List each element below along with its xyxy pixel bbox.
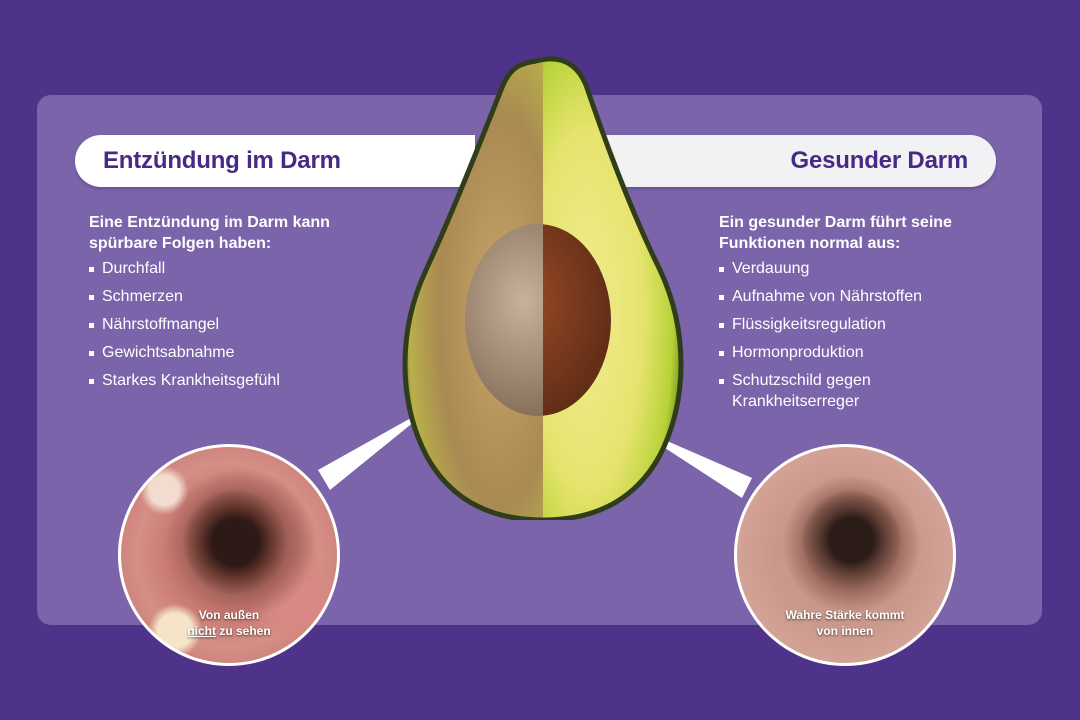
list-item: Flüssigkeitsregulation (719, 314, 1019, 335)
list-item-label: Nährstoffmangel (102, 316, 220, 333)
bullet-icon (719, 295, 724, 300)
bullet-icon (89, 323, 94, 328)
list-item: Aufnahme von Nährstoffen (719, 286, 1019, 307)
bullet-icon (89, 295, 94, 300)
intro-line: Eine Entzündung im Darm kann (89, 214, 330, 231)
inflamed-intestine-image: Von außen nicht zu sehen (118, 444, 340, 666)
inflammation-title: Entzündung im Darm (103, 147, 341, 174)
list-item: Hormonproduktion (719, 342, 1019, 363)
avocado-illustration (402, 56, 684, 520)
list-item-label: Schmerzen (102, 288, 183, 305)
caption-line: nicht zu sehen (121, 623, 337, 639)
list-item-label: Aufnahme von Nährstoffen (732, 288, 923, 305)
caption-line: von innen (816, 624, 874, 638)
bullet-icon (719, 267, 724, 272)
bullet-icon (89, 351, 94, 356)
caption-text: zu sehen (215, 624, 271, 638)
list-item: Nährstoffmangel (89, 314, 389, 335)
caption-line: Von außen (198, 608, 260, 622)
healthy-title: Gesunder Darm (790, 147, 969, 174)
bullet-icon (89, 379, 94, 384)
inflammation-intro: Eine Entzündung im Darm kann spürbare Fo… (89, 212, 389, 254)
list-item-label: Hormonproduktion (732, 344, 864, 361)
list-item: Verdauung (719, 258, 1019, 279)
inflammation-title-pill: Entzündung im Darm (75, 135, 475, 187)
list-item-label: Verdauung (732, 260, 810, 277)
intro-line: Ein gesunder Darm führt seine (719, 214, 952, 231)
list-item-label: Flüssigkeitsregulation (732, 316, 886, 333)
intro-line: Funktionen normal aus: (719, 235, 901, 252)
list-item: Gewichtsabnahme (89, 342, 389, 363)
caption-line: Wahre Stärke kommt (785, 608, 905, 622)
list-item: Durchfall (89, 258, 389, 279)
healthy-intro: Ein gesunder Darm führt seine Funktionen… (719, 212, 1019, 254)
list-item: Schutzschild gegen Krankheitserreger (719, 370, 902, 412)
list-item-label: Starkes Krankheitsgefühl (102, 372, 280, 389)
inflammation-symptom-list: Durchfall Schmerzen Nährstoffmangel Gewi… (89, 258, 389, 391)
list-item: Starkes Krankheitsgefühl (89, 370, 389, 391)
bullet-icon (719, 351, 724, 356)
inflammation-text-block: Eine Entzündung im Darm kann spürbare Fo… (89, 212, 389, 398)
healthy-text-block: Ein gesunder Darm führt seine Funktionen… (719, 212, 1019, 419)
healthy-title-pill: Gesunder Darm (600, 135, 996, 187)
healthy-function-list: Verdauung Aufnahme von Nährstoffen Flüss… (719, 258, 1019, 412)
list-item-label: Gewichtsabnahme (102, 344, 235, 361)
healthy-caption: Wahre Stärke kommt von innen (737, 607, 953, 639)
intro-line: spürbare Folgen haben: (89, 235, 272, 252)
bullet-icon (719, 379, 724, 384)
list-item-label: Schutzschild gegen Krankheitserreger (732, 372, 871, 410)
caption-emphasis: nicht (187, 624, 216, 638)
list-item: Schmerzen (89, 286, 389, 307)
bullet-icon (719, 323, 724, 328)
healthy-intestine-image: Wahre Stärke kommt von innen (734, 444, 956, 666)
inflamed-caption: Von außen nicht zu sehen (121, 607, 337, 639)
list-item-label: Durchfall (102, 260, 166, 277)
bullet-icon (89, 267, 94, 272)
